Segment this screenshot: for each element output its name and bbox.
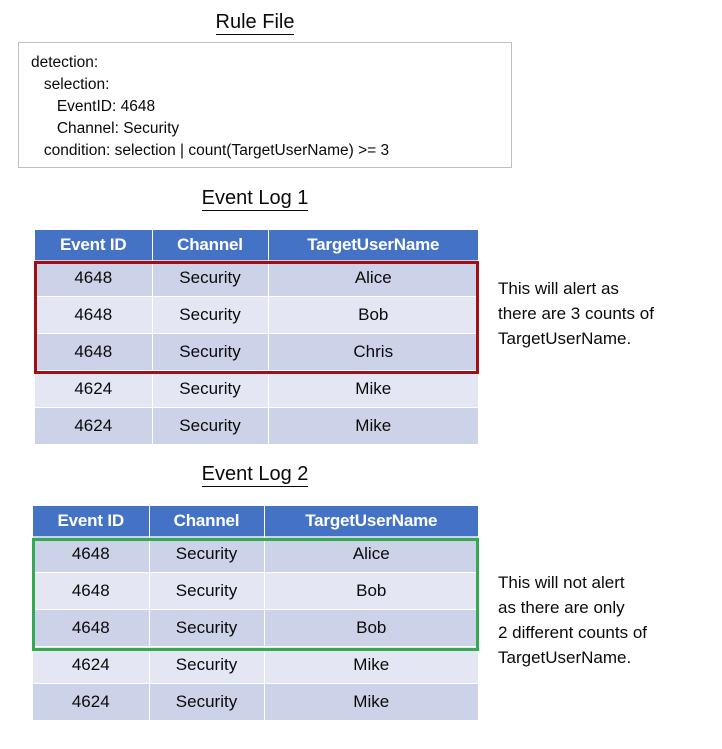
cell-event-id: 4648 <box>33 536 150 573</box>
cell-target-user-name: Alice <box>267 260 478 297</box>
rule-file-title-text: Rule File <box>215 11 295 35</box>
cell-target-user-name: Bob <box>263 609 478 647</box>
table-row: 4624 Security Mike <box>35 407 478 445</box>
table-header-row: Event ID Channel TargetUserName <box>35 230 478 260</box>
cell-event-id: 4624 <box>33 683 150 721</box>
cell-channel: Security <box>148 646 265 684</box>
cell-channel: Security <box>151 260 269 297</box>
event-log-2-table: Event ID Channel TargetUserName 4648 Sec… <box>33 506 478 721</box>
cell-channel: Security <box>148 683 265 721</box>
table-row: 4624 Security Mike <box>33 683 478 721</box>
cell-event-id: 4624 <box>35 370 153 408</box>
column-header-event-id: Event ID <box>33 506 150 536</box>
table-row: 4648 Security Bob <box>33 609 478 647</box>
event-log-1-note: This will alert as there are 3 counts of… <box>498 279 654 348</box>
event-log-1-table: Event ID Channel TargetUserName 4648 Sec… <box>35 230 478 445</box>
cell-event-id: 4648 <box>35 260 153 297</box>
table-row: 4648 Security Chris <box>35 333 478 371</box>
cell-target-user-name: Mike <box>267 407 478 445</box>
cell-event-id: 4624 <box>33 646 150 684</box>
cell-channel: Security <box>151 296 269 334</box>
event-log-1-title: Event Log 1 <box>0 186 510 211</box>
cell-target-user-name: Mike <box>263 646 478 684</box>
cell-target-user-name: Mike <box>263 683 478 721</box>
cell-event-id: 4648 <box>35 296 153 334</box>
column-header-target-user-name: TargetUserName <box>263 506 478 536</box>
cell-channel: Security <box>151 370 269 408</box>
table-row: 4624 Security Mike <box>35 370 478 408</box>
cell-channel: Security <box>151 333 269 371</box>
event-log-2-title: Event Log 2 <box>0 462 510 487</box>
table-row: 4648 Security Bob <box>33 572 478 610</box>
rule-file-title: Rule File <box>0 10 510 35</box>
column-header-channel: Channel <box>148 506 265 536</box>
cell-event-id: 4648 <box>33 609 150 647</box>
cell-target-user-name: Chris <box>267 333 478 371</box>
table-row: 4624 Security Mike <box>33 646 478 684</box>
cell-event-id: 4648 <box>33 572 150 610</box>
event-log-2-title-text: Event Log 2 <box>201 463 309 487</box>
table-row: 4648 Security Alice <box>33 536 478 573</box>
cell-target-user-name: Mike <box>267 370 478 408</box>
table-header-row: Event ID Channel TargetUserName <box>33 506 478 536</box>
cell-event-id: 4624 <box>35 407 153 445</box>
cell-target-user-name: Alice <box>263 536 478 573</box>
cell-channel: Security <box>148 536 265 573</box>
cell-target-user-name: Bob <box>263 572 478 610</box>
rule-file-content: detection: selection: EventID: 4648 Chan… <box>31 54 390 159</box>
rule-file-box: detection: selection: EventID: 4648 Chan… <box>18 42 512 168</box>
event-log-1-title-text: Event Log 1 <box>201 187 309 211</box>
cell-event-id: 4648 <box>35 333 153 371</box>
cell-channel: Security <box>148 572 265 610</box>
cell-channel: Security <box>151 407 269 445</box>
event-log-2-note: This will not alert as there are only 2 … <box>498 573 648 667</box>
table-row: 4648 Security Alice <box>35 260 478 297</box>
cell-channel: Security <box>148 609 265 647</box>
cell-target-user-name: Bob <box>267 296 478 334</box>
column-header-target-user-name: TargetUserName <box>267 230 478 260</box>
column-header-channel: Channel <box>151 230 269 260</box>
column-header-event-id: Event ID <box>35 230 153 260</box>
table-row: 4648 Security Bob <box>35 296 478 334</box>
